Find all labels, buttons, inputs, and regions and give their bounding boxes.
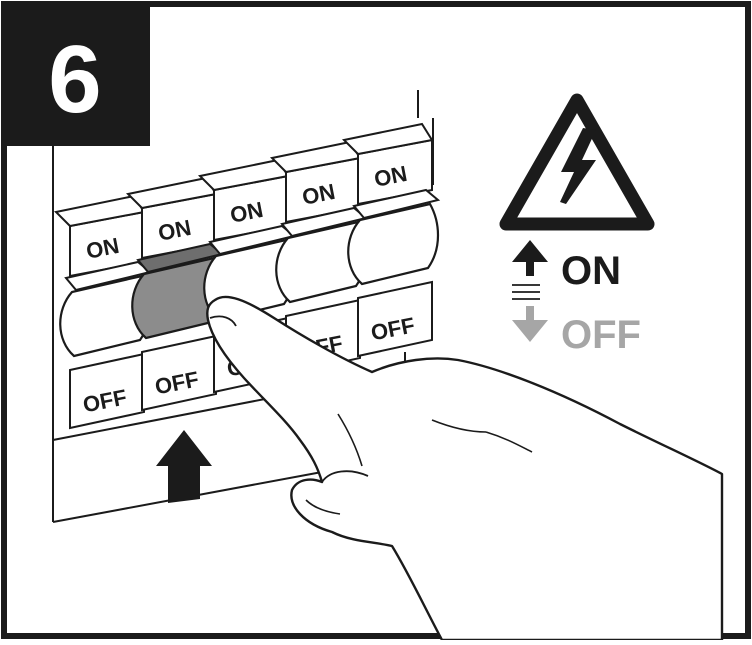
high-voltage-warning-icon	[499, 93, 655, 231]
off-legend-label: OFF	[561, 313, 641, 357]
breaker-row: ONOFFONOFFONOFFONOFFONOFF	[53, 122, 441, 430]
push-up-arrow-icon	[156, 430, 212, 503]
on-legend-label: ON	[561, 249, 621, 293]
breaker-on-label: ON	[84, 233, 121, 264]
step-badge: 6	[4, 4, 150, 146]
off-arrow-icon	[512, 306, 548, 342]
breaker-on-label: ON	[156, 215, 193, 246]
on-arrow-icon	[512, 240, 548, 276]
step-number: 6	[48, 26, 101, 133]
breaker-on-label: ON	[300, 179, 337, 210]
hand-pressing-switch	[206, 295, 724, 642]
on-off-legend: ON OFF	[512, 240, 641, 357]
switch-toggle[interactable]	[347, 202, 439, 286]
breaker-on-label: ON	[228, 197, 265, 228]
breaker-on-label: ON	[372, 161, 409, 192]
on-off-divider	[512, 284, 540, 300]
